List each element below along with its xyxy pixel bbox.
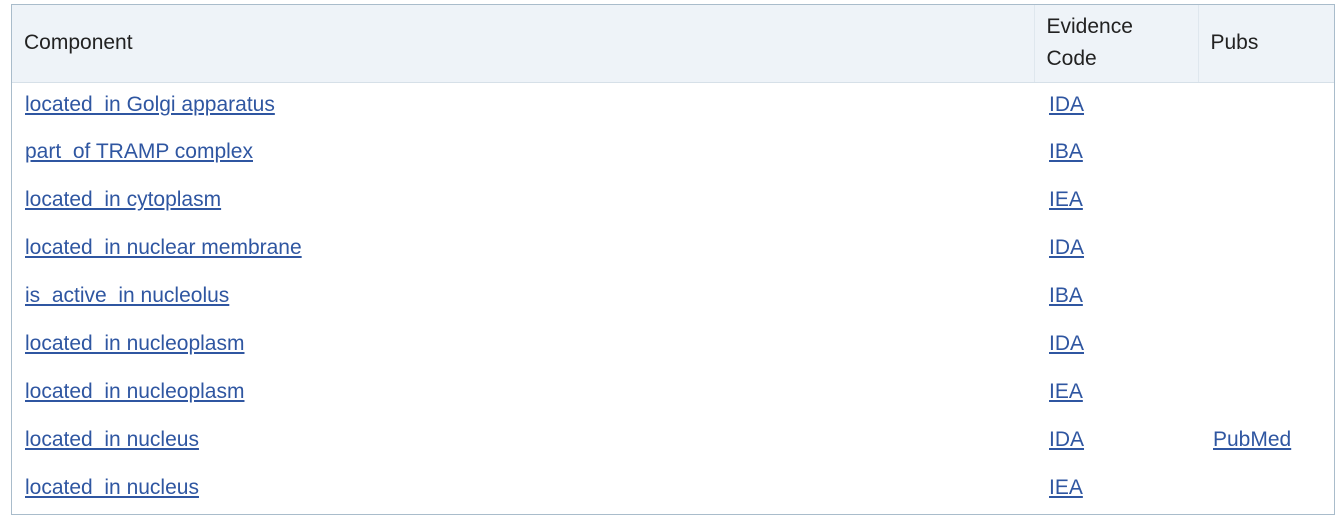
evidence-code-link[interactable]: IEA [1049,476,1083,499]
evidence-cell: IDA [1034,416,1198,464]
component-link[interactable]: located_in cytoplasm [25,188,222,211]
table-row: located_in nucleoplasm IEA [12,368,1334,416]
evidence-code-link[interactable]: IBA [1049,140,1083,163]
component-cell: located_in nucleus [12,464,1034,512]
component-cell: located_in nucleus [12,416,1034,464]
table-row: is_active_in nucleolus IBA [12,272,1334,320]
component-link[interactable]: located_in nuclear membrane [25,236,302,259]
pubs-cell [1198,224,1334,272]
pubs-cell [1198,176,1334,224]
evidence-cell: IBA [1034,128,1198,176]
pubs-cell: PubMed [1198,416,1334,464]
evidence-code-link[interactable]: IDA [1049,428,1085,451]
evidence-code-link[interactable]: IBA [1049,284,1083,307]
evidence-code-link[interactable]: IEA [1049,188,1083,211]
pubs-cell [1198,320,1334,368]
component-link[interactable]: located_in nucleoplasm [25,332,245,355]
component-cell: located_in nucleoplasm [12,320,1034,368]
component-cell: located_in cytoplasm [12,176,1034,224]
evidence-cell: IEA [1034,464,1198,512]
header-pubs: Pubs [1197,5,1334,83]
go-component-table-container: Component Evidence Code Pubs located_in … [11,4,1335,515]
header-evidence-code: Evidence Code [1033,5,1198,83]
component-link[interactable]: located_in nucleus [25,428,199,451]
table-row: located_in nuclear membrane IDA [12,224,1334,272]
component-cell: part_of TRAMP complex [12,128,1034,176]
component-link[interactable]: located_in nucleus [25,476,199,499]
evidence-cell: IBA [1034,272,1198,320]
header-row: Component Evidence Code Pubs [12,5,1334,83]
pubs-cell [1198,368,1334,416]
table-body: located_in Golgi apparatus IDA part_of T… [12,82,1334,512]
table-row: located_in nucleoplasm IDA [12,320,1334,368]
evidence-cell: IDA [1034,320,1198,368]
component-cell: located_in nuclear membrane [12,224,1034,272]
component-link[interactable]: is_active_in nucleolus [25,284,230,307]
evidence-cell: IEA [1034,368,1198,416]
table-header: Component Evidence Code Pubs [12,5,1334,83]
component-link[interactable]: located_in Golgi apparatus [25,93,275,117]
pubmed-link[interactable]: PubMed [1213,428,1292,451]
component-link[interactable]: located_in nucleoplasm [25,380,245,403]
table-row: located_in Golgi apparatus IDA [12,82,1334,128]
evidence-cell: IDA [1034,82,1198,128]
table-row: located_in cytoplasm IEA [12,176,1334,224]
evidence-code-link[interactable]: IDA [1049,93,1085,117]
header-component: Component [12,5,1034,83]
pubs-cell [1198,128,1334,176]
go-component-table: Component Evidence Code Pubs located_in … [12,5,1334,512]
pubs-cell [1198,272,1334,320]
evidence-cell: IDA [1034,224,1198,272]
pubs-cell [1198,82,1334,128]
component-cell: located_in nucleoplasm [12,368,1034,416]
evidence-code-link[interactable]: IDA [1049,236,1085,259]
evidence-code-link[interactable]: IDA [1049,332,1085,355]
table-row: part_of TRAMP complex IBA [12,128,1334,176]
component-cell: located_in Golgi apparatus [12,82,1034,128]
component-link[interactable]: part_of TRAMP complex [25,140,253,163]
table-row: located_in nucleus IEA [12,464,1334,512]
component-cell: is_active_in nucleolus [12,272,1034,320]
evidence-code-link[interactable]: IEA [1049,380,1083,403]
pubs-cell [1198,464,1334,512]
evidence-cell: IEA [1034,176,1198,224]
table-row: located_in nucleus IDA PubMed [12,416,1334,464]
